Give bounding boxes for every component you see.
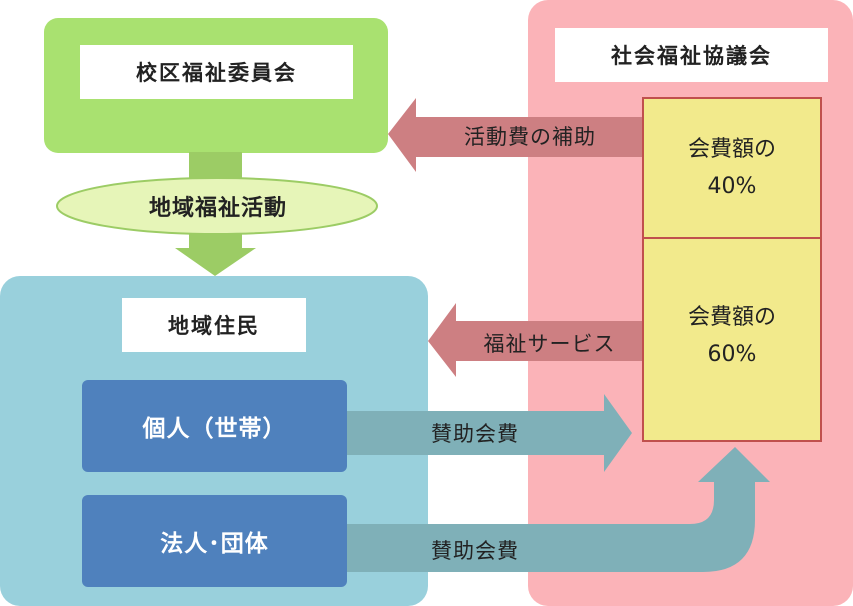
- corporate-member-box: 法人･団体: [82, 495, 347, 587]
- fee-60-line1: 会費額の: [687, 305, 776, 330]
- subsidy-arrow: [388, 98, 642, 172]
- activity-ellipse: [56, 177, 378, 235]
- service-label: 福祉サービス: [483, 332, 616, 356]
- dues-corporate-label: 賛助会費: [431, 539, 519, 563]
- fee-box-60: 会費額の 60%: [642, 237, 822, 442]
- dues-individual-label: 賛助会費: [431, 422, 519, 446]
- council-title: 社会福祉協議会: [555, 28, 828, 82]
- activity-label: 地域福祉活動: [148, 196, 287, 221]
- subsidy-label: 活動費の補助: [464, 125, 596, 149]
- dues-individual-arrow: [347, 394, 632, 472]
- dues-corporate-arrow: [347, 447, 770, 572]
- fee-box-40: 会費額の 40%: [642, 97, 822, 239]
- fee-40-line2: 40%: [707, 174, 757, 199]
- fee-40-line1: 会費額の: [687, 136, 776, 162]
- service-arrow: [428, 303, 642, 377]
- school-committee-title: 校区福祉委員会: [80, 45, 353, 99]
- individual-member-box: 個人（世帯）: [82, 380, 347, 472]
- fee-60-line2: 60%: [707, 342, 757, 368]
- residents-title: 地域住民: [122, 298, 306, 352]
